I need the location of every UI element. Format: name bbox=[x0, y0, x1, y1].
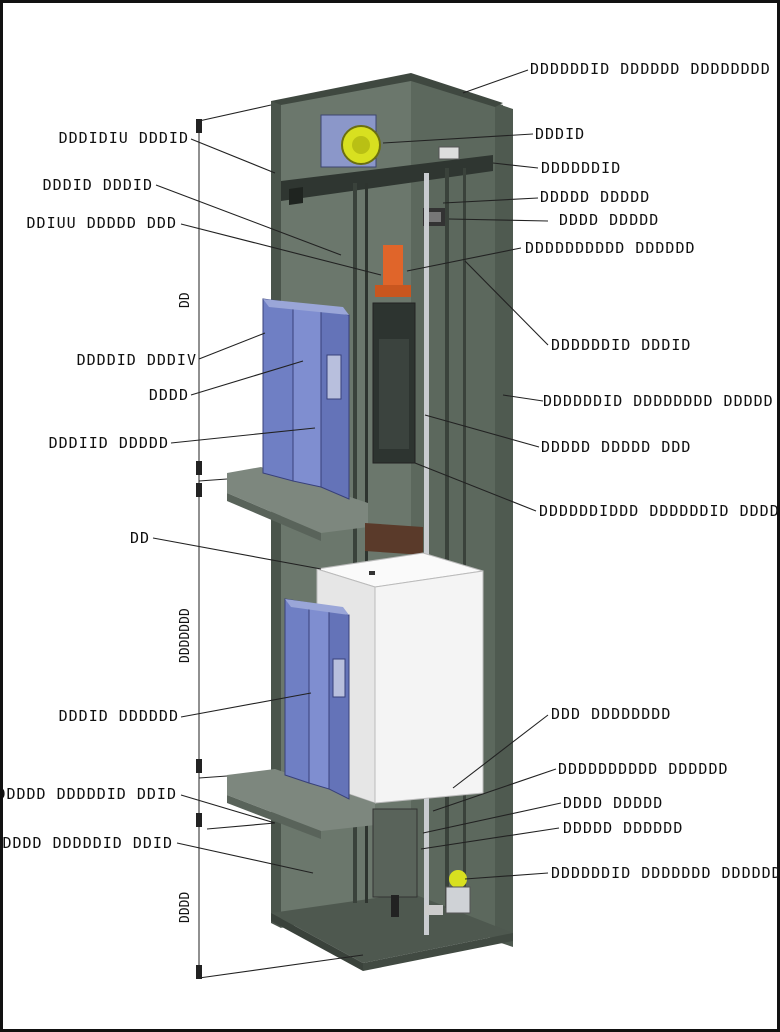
brake-unit bbox=[375, 245, 411, 297]
label-right-14: DDDDD DDDDDD bbox=[563, 819, 683, 837]
label-right-3: DDDDDDID bbox=[541, 159, 621, 177]
lower-landing bbox=[227, 769, 375, 839]
label-left-8: DDDID DDDDDD bbox=[59, 707, 179, 725]
traction-machine bbox=[320, 114, 381, 168]
dim-overhead: DD bbox=[178, 292, 193, 308]
pit-equipment bbox=[372, 808, 471, 917]
label-right-13: DDDD DDDDD bbox=[563, 794, 663, 812]
label-left-5: DDDD bbox=[149, 386, 189, 404]
label-right-5: DDDD DDDDD bbox=[559, 211, 659, 229]
label-left-7: DD bbox=[130, 529, 150, 547]
label-right-2: DDDID bbox=[535, 125, 585, 143]
label-right-1: DDDDDDID DDDDDD DDDDDDDD bbox=[530, 60, 771, 78]
label-left-10: DDDDD DDDDDID DDID bbox=[3, 834, 173, 852]
machine-beam bbox=[281, 146, 493, 205]
label-left-3: DDIUU DDDDD DDD bbox=[27, 214, 177, 232]
label-left-4: DDDDID DDDIV bbox=[77, 351, 197, 369]
diagram-canvas: DD DDDDDDD DDDD DDDIDIU DDDID DDDID DD bbox=[3, 60, 777, 979]
dim-pit: DDDD bbox=[178, 892, 193, 923]
dim-travel: DDDDDDD bbox=[178, 608, 193, 663]
label-right-7: DDDDDDID DDDID bbox=[551, 336, 691, 354]
leader-lines bbox=[152, 69, 562, 880]
label-right-15: DDDDDDID DDDDDDD DDDDDDD bbox=[551, 864, 777, 882]
label-right-11: DDD DDDDDDDD bbox=[551, 705, 671, 723]
label-right-12: DDDDDDDDDD DDDDDD bbox=[558, 760, 729, 778]
label-right-8: DDDDDDID DDDDDDDD DDDDD bbox=[543, 392, 774, 410]
label-left-9: DDDDD DDDDDID DDID bbox=[3, 785, 177, 803]
label-left-6: DDDIID DDDDD bbox=[49, 434, 169, 452]
counterweight bbox=[372, 302, 416, 464]
label-right-4: DDDDD DDDDD bbox=[540, 188, 650, 206]
dimension-lines bbox=[196, 104, 364, 979]
upper-landing-door bbox=[262, 298, 350, 500]
label-right-10: DDDDDDIDDD DDDDDDID DDDDD bbox=[539, 502, 777, 520]
label-right-6: DDDDDDDDDD DDDDDD bbox=[525, 239, 696, 257]
upper-landing bbox=[227, 467, 368, 541]
lower-landing-door bbox=[284, 598, 350, 800]
label-left-1: DDDIDIU DDDID bbox=[59, 129, 189, 147]
label-left-2: DDDID DDDID bbox=[43, 176, 153, 194]
label-right-9: DDDDD DDDDD DDD bbox=[541, 438, 691, 456]
